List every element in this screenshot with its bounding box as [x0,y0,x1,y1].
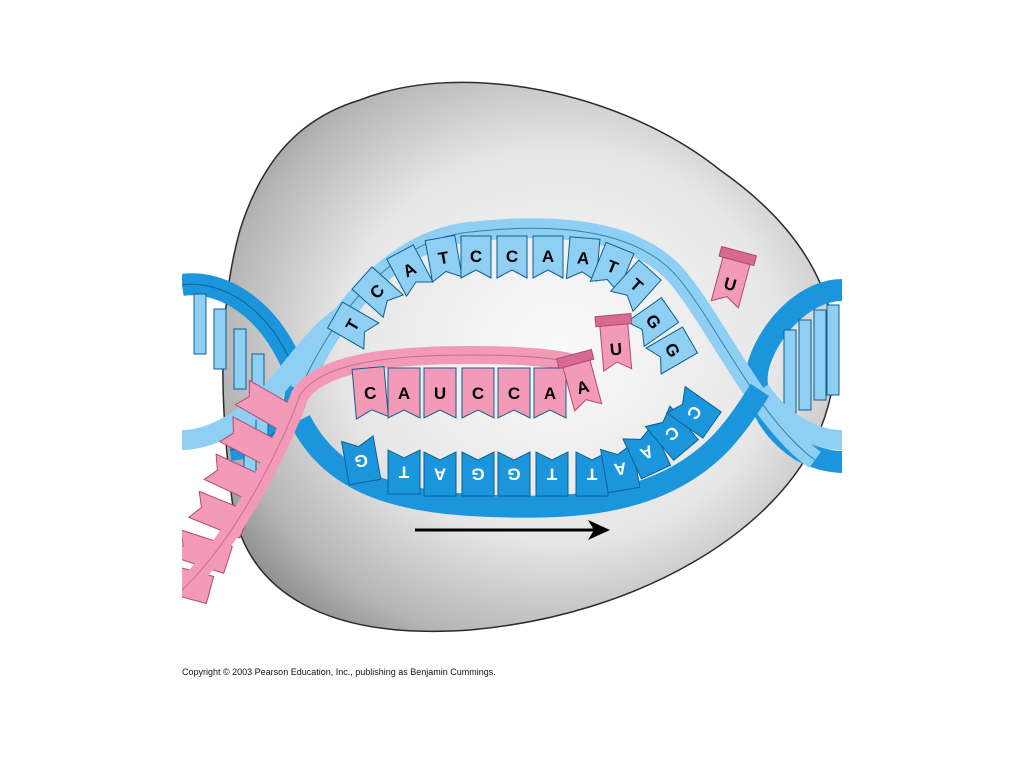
helix-rung [827,305,839,395]
rna-base: U [424,368,456,418]
helix-rung [194,294,206,354]
base-letter: C [470,247,482,266]
base-letter: G [507,465,520,484]
base-letter: C [472,384,484,403]
rna-base: C [462,368,494,418]
rna-base: A [388,368,420,418]
base-letter: T [398,463,409,482]
helix-rung [214,309,226,369]
rna-base: A [534,368,566,418]
base-letter: A [434,465,446,484]
base-letter: C [508,384,520,403]
base-letter: A [542,247,554,266]
base-letter: G [471,465,484,484]
helix-rung [814,310,826,400]
rna-base: C [498,368,530,418]
base-letter: T [586,465,597,484]
base-letter: C [363,383,377,403]
helix-rung [234,329,246,389]
rna-base: C [352,367,388,420]
base-letter: A [576,248,590,268]
base-letter: U [434,384,446,403]
base-letter: A [398,384,410,403]
copyright-notice: Copyright © 2003 Pearson Education, Inc.… [182,667,496,677]
base-letter: T [546,465,557,484]
base-letter: A [544,384,556,403]
base-letter: C [506,247,518,266]
helix-rung [799,320,811,410]
base-letter: U [609,340,623,360]
